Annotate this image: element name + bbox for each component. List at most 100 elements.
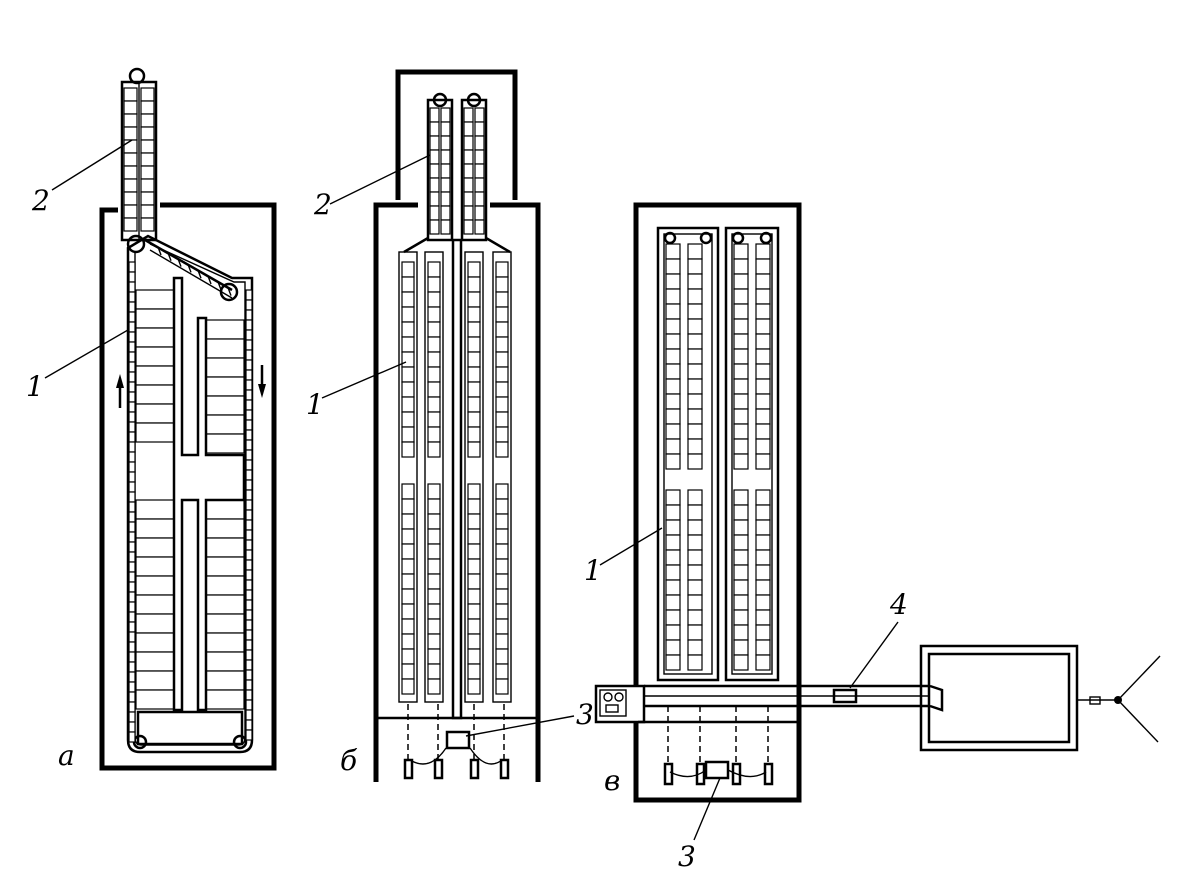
chain-link [128,591,136,603]
cell-block [665,243,681,260]
cell-block [467,483,481,500]
cell-block [687,438,703,455]
lift-cell [463,107,474,123]
cell-block [467,618,481,635]
panel-c-chamber [633,202,802,803]
cell-block [467,678,481,695]
lift-cell [140,204,155,219]
chain-link [245,559,253,571]
cell-block [135,537,175,558]
cell-block [427,321,441,338]
lift-cell [429,149,440,165]
cell-block [755,333,771,350]
cell-block [401,573,415,590]
cell-block [687,273,703,290]
lift-cell [463,149,474,165]
chain-link [245,569,253,581]
lift-cell [140,126,155,141]
cell-block [665,423,681,440]
cell-block [755,243,771,260]
panel-b-callout-1: 1 [306,388,324,421]
panel-b-center-divider [451,238,463,720]
chain-link [128,571,136,583]
cell-block [687,453,703,470]
lift-cell [440,177,451,193]
cell-block [733,348,749,365]
chain-link [128,661,136,673]
panel-b-lift-tubes [426,92,488,242]
cell-block [401,603,415,620]
lift-cell [474,191,485,207]
cell-block [687,504,703,521]
hanger-link [409,747,503,765]
cell-block [467,663,481,680]
cell-block [427,411,441,428]
chain-link [128,321,136,333]
chain-link [128,341,136,353]
hanger-weight [433,758,444,780]
cell-block [755,549,771,566]
cell-block [665,363,681,380]
cell-block [205,651,245,672]
cell-block [733,654,749,671]
chain-link [245,299,253,311]
cell-block [401,276,415,293]
cell-block [401,261,415,278]
cell-block [755,654,771,671]
cell-block [205,433,245,454]
chain-link [128,281,136,293]
lift-cell [429,191,440,207]
lift-cell [140,100,155,115]
lift-cell [140,191,155,206]
chain-link [128,541,136,553]
lift-cell [123,100,138,115]
cell-block [427,498,441,515]
chain-link [245,689,253,701]
cell-block [665,288,681,305]
cell-block [495,618,509,635]
cell-block [427,441,441,458]
panel-c-label: в [604,764,620,797]
cell-block [733,288,749,305]
panel-b-callout-2: 2 [313,188,332,221]
chain-link [245,679,253,691]
panel-c-cell-stacks [665,243,771,671]
cell-block [687,564,703,581]
cell-block [733,519,749,536]
cell-block [755,579,771,596]
panel-a-leader-1 [44,329,129,379]
cell-block [665,318,681,335]
cell-block [687,378,703,395]
chain-link [245,439,253,451]
lift-cell [463,121,474,137]
chain-link [128,381,136,393]
cell-block [733,393,749,410]
chain-link [128,471,136,483]
chain-link [128,731,136,743]
cell-block [755,639,771,656]
cell-block [755,489,771,506]
cell-block [401,513,415,530]
cell-block [733,438,749,455]
panel-c-leader-3 [693,777,721,841]
chain-link [128,271,136,283]
cell-block [495,321,509,338]
lift-cell [440,205,451,221]
cell-block [401,558,415,575]
cell-block [733,534,749,551]
lift-cell [140,139,155,154]
lift-cell [140,217,155,232]
cell-block [755,453,771,470]
cell-block [135,613,175,634]
cell-block [401,498,415,515]
cell-block [467,588,481,605]
chain-link [245,379,253,391]
cell-block [135,384,175,405]
chain-link [245,449,253,461]
cell-block [135,346,175,367]
chain-link [128,351,136,363]
panel-b-label: б [340,744,358,777]
cell-block [135,632,175,653]
cell-block [733,423,749,440]
